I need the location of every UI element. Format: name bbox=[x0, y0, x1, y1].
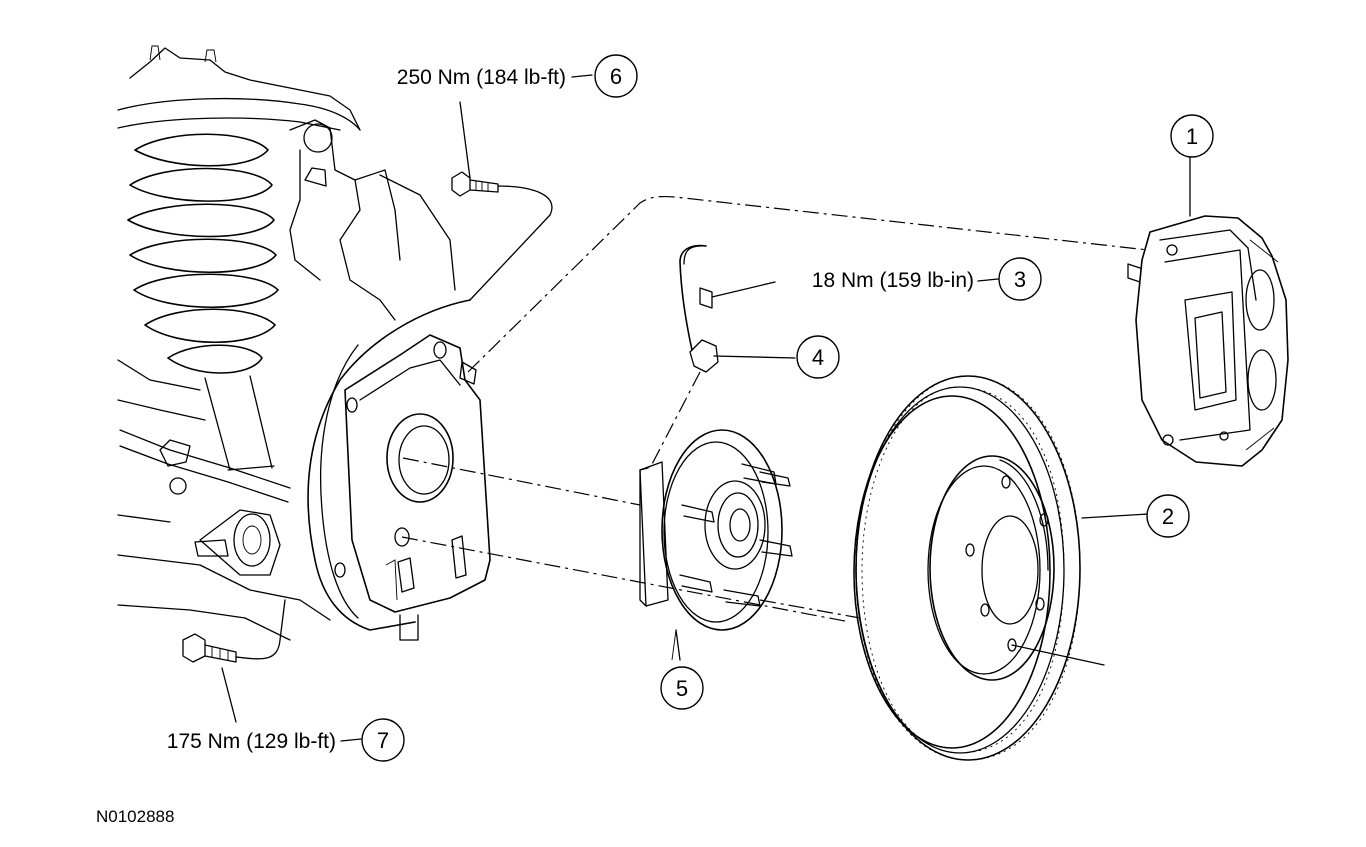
svg-text:4: 4 bbox=[812, 345, 824, 370]
suspension-assembly bbox=[117, 45, 456, 641]
coil-spring bbox=[127, 133, 279, 374]
torque-label-6: 250 Nm (184 lb-ft) bbox=[397, 66, 566, 89]
svg-text:2: 2 bbox=[1162, 504, 1174, 529]
torque-label-3: 18 Nm (159 lb-in) bbox=[812, 269, 974, 292]
callout-7: 7 175 Nm (129 lb-ft) bbox=[167, 718, 405, 762]
lower-control-arm bbox=[117, 509, 331, 641]
knuckle-bolt-lower bbox=[182, 599, 286, 663]
wheel-speed-sensor bbox=[649, 244, 796, 469]
callout-6: 6 250 Nm (184 lb-ft) bbox=[397, 54, 638, 98]
brake-splash-shield bbox=[307, 299, 491, 631]
tie-rod bbox=[119, 429, 291, 503]
callout-4: 4 bbox=[796, 335, 840, 379]
svg-text:6: 6 bbox=[610, 64, 622, 89]
brake-caliper bbox=[1127, 215, 1289, 467]
svg-text:7: 7 bbox=[377, 728, 389, 753]
callout-3: 3 18 Nm (159 lb-in) bbox=[812, 257, 1042, 301]
svg-text:3: 3 bbox=[1014, 267, 1026, 292]
leader-lines bbox=[221, 74, 1191, 742]
callout-2: 2 bbox=[1146, 494, 1190, 538]
svg-text:1: 1 bbox=[1186, 124, 1198, 149]
wheel-hub-bearing bbox=[639, 429, 793, 661]
torque-label-7: 175 Nm (129 lb-ft) bbox=[167, 730, 336, 753]
assembly-centerlines bbox=[401, 195, 1149, 666]
svg-text:5: 5 bbox=[676, 676, 688, 701]
callout-1: 1 bbox=[1170, 114, 1214, 158]
figure-id: N0102888 bbox=[96, 807, 174, 826]
callout-5: 5 bbox=[660, 666, 704, 710]
brake-disc bbox=[853, 375, 1081, 761]
knuckle-bolt-upper bbox=[451, 171, 553, 301]
